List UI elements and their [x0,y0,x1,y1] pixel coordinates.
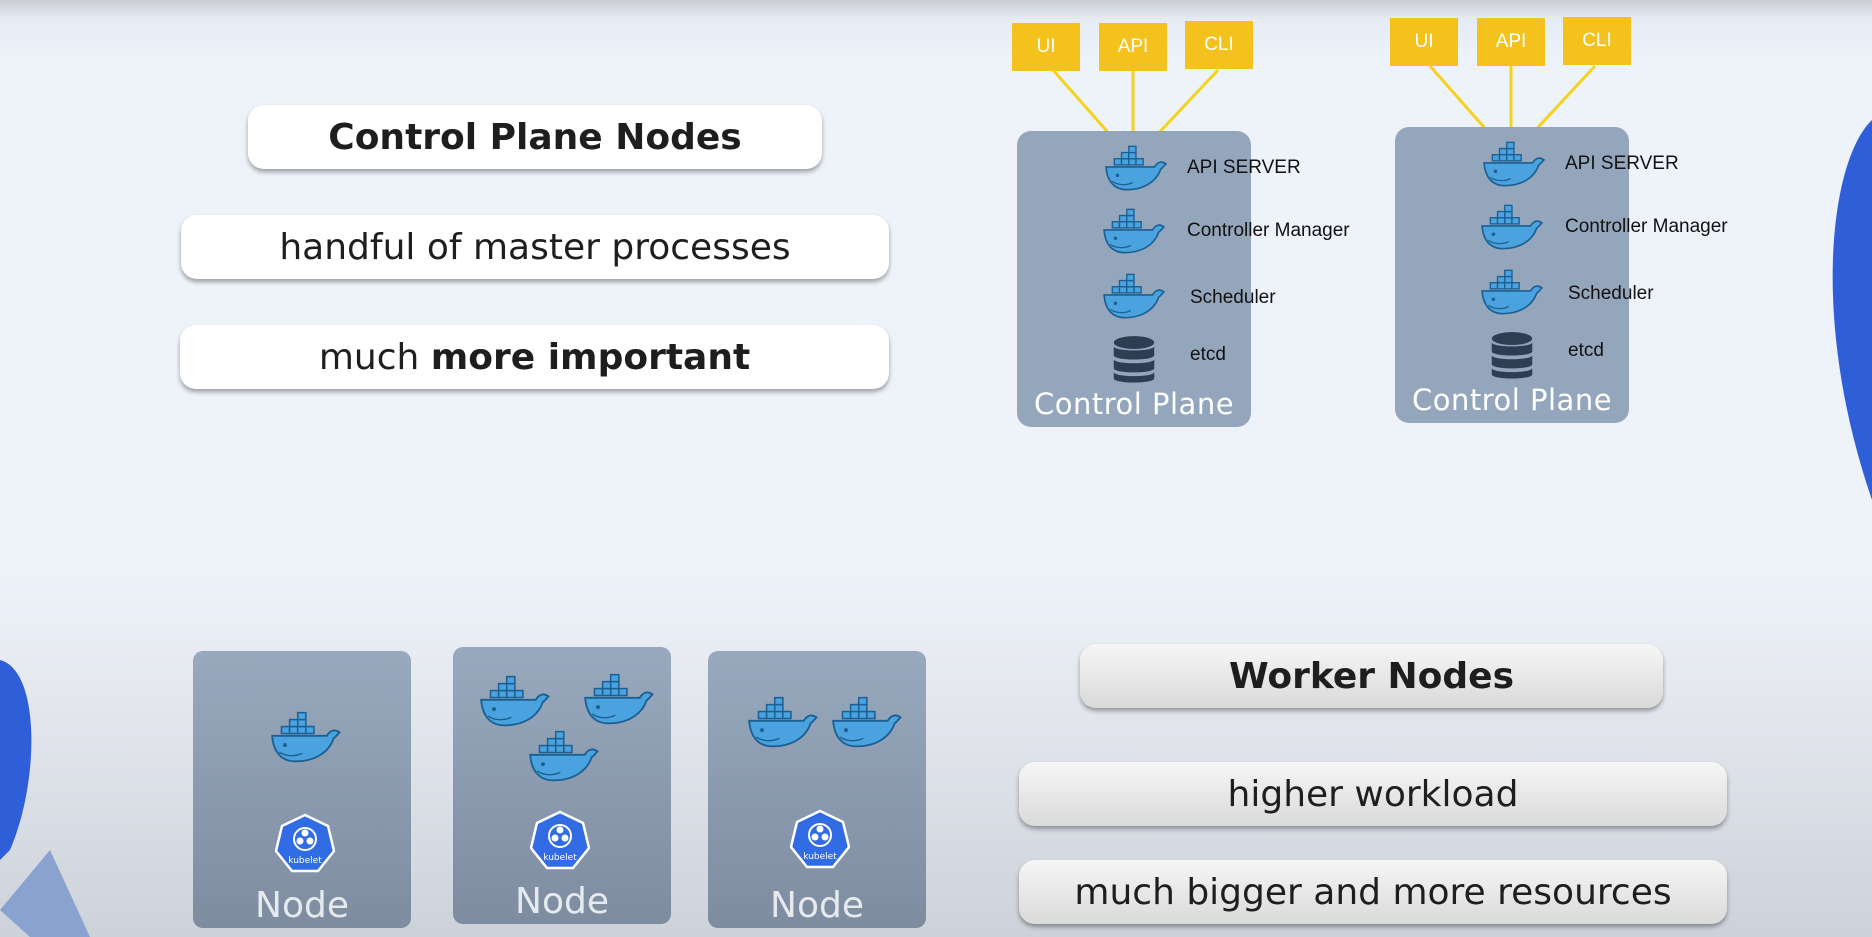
control-plane-point-1: handful of master processes [181,215,889,279]
docker-whale-icon [527,727,603,785]
docker-whale-icon [746,693,822,751]
worker-nodes-heading: Worker Nodes [1080,644,1663,708]
kubelet-icon [275,813,335,875]
process-label-api-server: API SERVER [1565,153,1679,174]
docker-whale-icon [1102,205,1168,257]
worker-point-1: higher workload [1019,762,1727,826]
control-plane-nodes-title: Control Plane Nodes [328,116,742,158]
docker-whale-icon [269,708,345,766]
process-label-scheduler: Scheduler [1190,287,1276,308]
control-plane-point-2: much more important [180,325,889,389]
process-label-controller-manager: Controller Manager [1187,220,1350,241]
docker-whale-icon [1480,266,1546,318]
docker-whale-icon [582,670,658,728]
client-tag-ui: UI [1012,23,1080,71]
worker-node-3: Node [708,651,926,928]
process-label-controller-manager: Controller Manager [1565,216,1728,237]
control-plane-point-2-emphasis: more important [430,336,751,378]
process-label-etcd: etcd [1568,340,1604,361]
control-plane-point-2-prefix: much [318,336,431,378]
client-tag-api: API [1099,23,1167,71]
worker-point-2-text: much bigger and more resources [1074,871,1672,913]
client-tag-cli: CLI [1563,17,1631,65]
docker-whale-icon [830,693,906,751]
control-plane-label: Control Plane [1033,387,1235,421]
control-plane-label: Control Plane [1411,383,1613,417]
worker-node-1: Node [193,651,411,928]
kubelet-icon [790,809,850,871]
node-label: Node [515,881,609,922]
decorative-blob-left [0,660,90,937]
worker-nodes-title: Worker Nodes [1228,655,1515,697]
docker-whale-icon [478,672,554,730]
database-icon [1489,331,1535,381]
client-tag-ui: UI [1390,18,1458,66]
node-label: Node [770,885,864,926]
worker-node-2: Node [453,647,671,924]
process-label-api-server: API SERVER [1187,157,1301,178]
docker-whale-icon [1482,138,1548,190]
docker-whale-icon [1102,270,1168,322]
node-label: Node [255,885,349,926]
docker-whale-icon [1480,201,1546,253]
decorative-blob-right [1832,120,1872,500]
database-icon [1111,335,1157,385]
process-label-etcd: etcd [1190,344,1226,365]
control-plane-point-1-text: handful of master processes [279,226,791,268]
client-tag-cli: CLI [1185,21,1253,69]
kubelet-icon [530,810,590,872]
process-label-scheduler: Scheduler [1568,283,1654,304]
worker-point-1-text: higher workload [1227,773,1519,815]
client-tag-api: API [1477,18,1545,66]
control-plane-nodes-heading: Control Plane Nodes [248,105,822,169]
worker-point-2: much bigger and more resources [1019,860,1727,924]
